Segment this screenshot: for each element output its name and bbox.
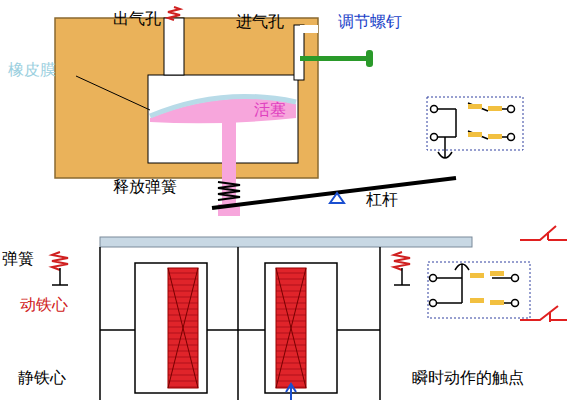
part-label: 动铁心 (20, 295, 68, 315)
instant-contacts (430, 264, 519, 307)
part-label: 橡皮膜 (8, 60, 56, 80)
contact-symbols (520, 226, 567, 322)
delay-contacts (431, 103, 515, 158)
lever (212, 178, 456, 208)
part-label: 弹簧 (2, 249, 34, 269)
instant-contact-box (428, 262, 530, 318)
housing (55, 18, 318, 178)
part-label: 释放弹簧 (113, 177, 177, 197)
piston-head (150, 98, 296, 123)
adjust-screw-head (366, 50, 373, 67)
coil (168, 268, 306, 388)
piston-rod (222, 122, 236, 214)
pivot (330, 193, 344, 203)
release-spring (218, 182, 240, 200)
part-label: 杠杆 (366, 190, 398, 210)
part-label: 活塞 (254, 100, 286, 120)
inlet-channel (294, 25, 304, 80)
outlet-spring (168, 7, 180, 20)
contact-box (427, 97, 523, 150)
part-label: 静铁心 (18, 368, 66, 388)
adjust-screw-rod (300, 56, 368, 61)
current-arrow (286, 384, 296, 400)
iron-core (100, 247, 380, 400)
inlet-opening (300, 25, 318, 33)
part-label: 瞬时动作的触点 (412, 368, 524, 388)
spring-left (52, 252, 68, 270)
armature-plate (100, 237, 472, 247)
part-label: 进气孔 (236, 12, 284, 32)
spring-right (394, 252, 410, 270)
part-label: 调节螺钉 (338, 12, 402, 32)
leader-line (76, 76, 150, 110)
outlet-hole (164, 18, 184, 75)
part-label: 出气孔 (113, 9, 161, 29)
